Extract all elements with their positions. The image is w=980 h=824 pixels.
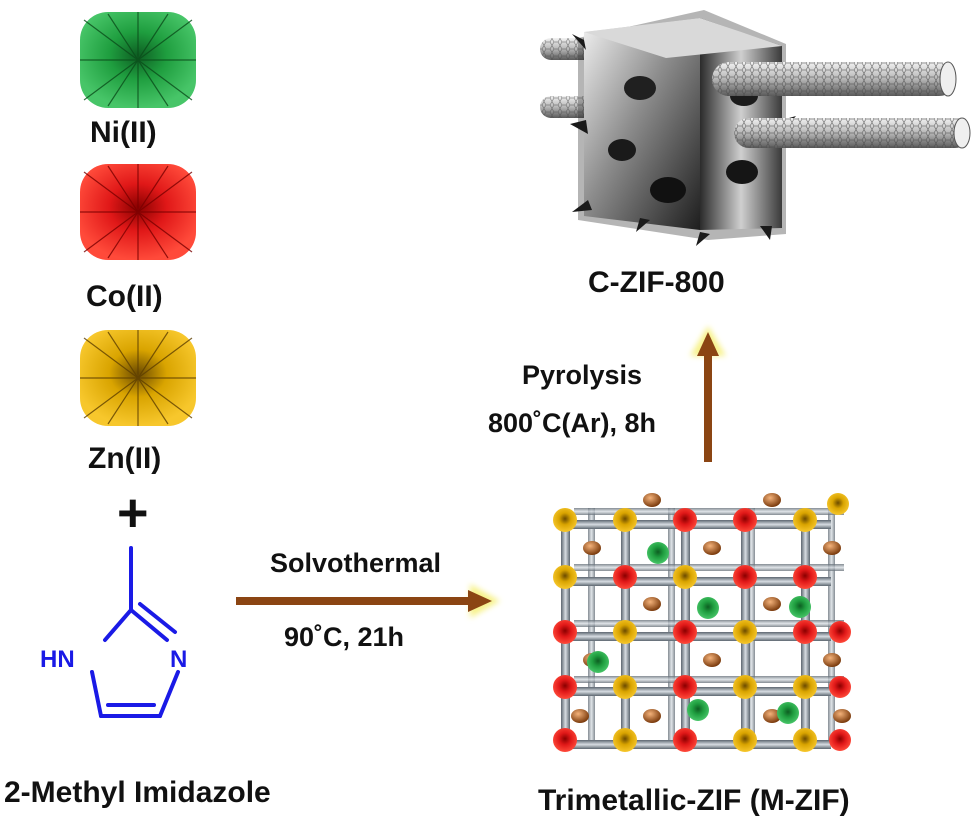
molecule-n-label: N — [170, 646, 188, 673]
pyrolysis-conditions: 800˚C(Ar), 8h — [488, 408, 657, 438]
plus-sign: + — [117, 483, 149, 543]
co-label: Co(II) — [86, 280, 163, 313]
ni-label: Ni(II) — [90, 116, 157, 149]
pyrolysis-arrow — [690, 326, 726, 462]
imidazole-structure — [90, 546, 180, 718]
ligand-label: 2-Methyl Imidazole — [4, 776, 271, 809]
trimetallic-zif-framework — [553, 493, 851, 752]
zn-cluster-icon — [80, 330, 196, 426]
ni-cluster-icon — [80, 12, 196, 108]
framework-label: Trimetallic-ZIF (M-ZIF) — [538, 784, 850, 817]
molecule-hn-label: HN — [40, 646, 75, 673]
c-zif-800-illustration — [540, 10, 971, 246]
solvothermal-arrow — [236, 584, 500, 618]
co-cluster-icon — [80, 164, 196, 260]
product-label: C-ZIF-800 — [588, 266, 725, 299]
zn-label: Zn(II) — [88, 442, 162, 475]
pyrolysis-label: Pyrolysis — [522, 360, 643, 390]
solvothermal-conditions: 90˚C, 21h — [284, 622, 405, 652]
solvothermal-label: Solvothermal — [270, 548, 442, 578]
